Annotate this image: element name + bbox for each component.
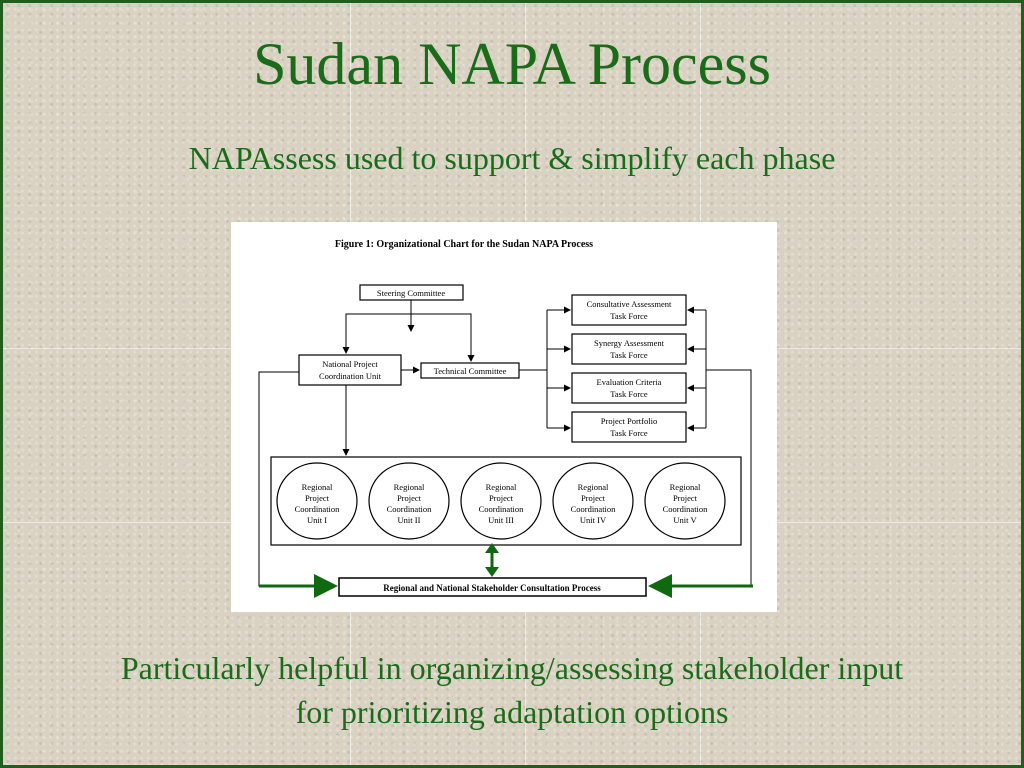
- task-force-box-synergy: [571, 333, 687, 365]
- svg-text:Coordination: Coordination: [571, 504, 617, 514]
- regional-unit-4: Regional Project Coordination Unit IV: [552, 462, 634, 540]
- svg-text:Project: Project: [581, 493, 606, 503]
- svg-text:Unit V: Unit V: [673, 515, 697, 525]
- task-force-label: Synergy Assessment: [594, 338, 665, 348]
- green-double-arrow: [485, 543, 499, 577]
- svg-text:Unit II: Unit II: [398, 515, 421, 525]
- caption-line-1: Particularly helpful in organizing/asses…: [120, 650, 904, 686]
- regional-unit-2: Regional Project Coordination Unit II: [368, 462, 450, 540]
- caption-line-2: for prioritizing adaptation options: [295, 694, 729, 730]
- regional-unit-1: Regional Project Coordination Unit I: [276, 462, 358, 540]
- consultation-process-label: Regional and National Stakeholder Consul…: [383, 583, 601, 593]
- svg-text:Project: Project: [489, 493, 514, 503]
- steering-committee-label: Steering Committee: [377, 288, 445, 298]
- org-chart-svg: Figure 1: Organizational Chart for the S…: [258, 239, 753, 598]
- npcu-label-line2: Coordination Unit: [319, 371, 382, 381]
- right-feedback-line: [706, 369, 752, 586]
- svg-text:Regional: Regional: [578, 482, 609, 492]
- task-force-label: Task Force: [610, 389, 648, 399]
- technical-committee-label: Technical Committee: [434, 366, 507, 376]
- task-force-label: Task Force: [610, 350, 648, 360]
- svg-text:Unit IV: Unit IV: [580, 515, 607, 525]
- svg-text:Project: Project: [673, 493, 698, 503]
- regional-unit-5: Regional Project Coordination Unit V: [644, 462, 726, 540]
- connector-arrow: [342, 313, 411, 354]
- svg-text:Coordination: Coordination: [479, 504, 525, 514]
- npcu-box: [298, 354, 402, 386]
- svg-text:Regional: Regional: [394, 482, 425, 492]
- slide-title: Sudan NAPA Process: [253, 31, 771, 97]
- figure-title: Figure 1: Organizational Chart for the S…: [335, 239, 593, 250]
- slide-caption: Particularly helpful in organizing/asses…: [0, 646, 1024, 734]
- svg-text:Coordination: Coordination: [663, 504, 709, 514]
- consultation-process-box: [338, 577, 647, 597]
- svg-text:Coordination: Coordination: [387, 504, 433, 514]
- svg-text:Coordination: Coordination: [295, 504, 341, 514]
- connector-arrow: [411, 313, 475, 362]
- svg-text:Project: Project: [305, 493, 330, 503]
- task-force-label: Task Force: [610, 428, 648, 438]
- svg-text:Regional: Regional: [302, 482, 333, 492]
- svg-text:Project: Project: [397, 493, 422, 503]
- task-force-label: Project Portfolio: [601, 416, 657, 426]
- svg-text:Regional: Regional: [670, 482, 701, 492]
- org-chart-figure: Figure 1: Organizational Chart for the S…: [231, 222, 777, 612]
- svg-text:Unit III: Unit III: [488, 515, 514, 525]
- slide-subtitle: NAPAssess used to support & simplify eac…: [188, 140, 836, 176]
- task-force-box-portfolio: [571, 411, 687, 443]
- npcu-label-line1: National Project: [322, 359, 378, 369]
- task-force-label: Task Force: [610, 311, 648, 321]
- task-force-box-consultative: [571, 294, 687, 326]
- task-force-label: Evaluation Criteria: [597, 377, 662, 387]
- svg-text:Unit I: Unit I: [307, 515, 327, 525]
- task-force-label: Consultative Assessment: [587, 299, 672, 309]
- svg-text:Regional: Regional: [486, 482, 517, 492]
- regional-unit-3: Regional Project Coordination Unit III: [460, 462, 542, 540]
- task-force-box-evaluation: [571, 372, 687, 404]
